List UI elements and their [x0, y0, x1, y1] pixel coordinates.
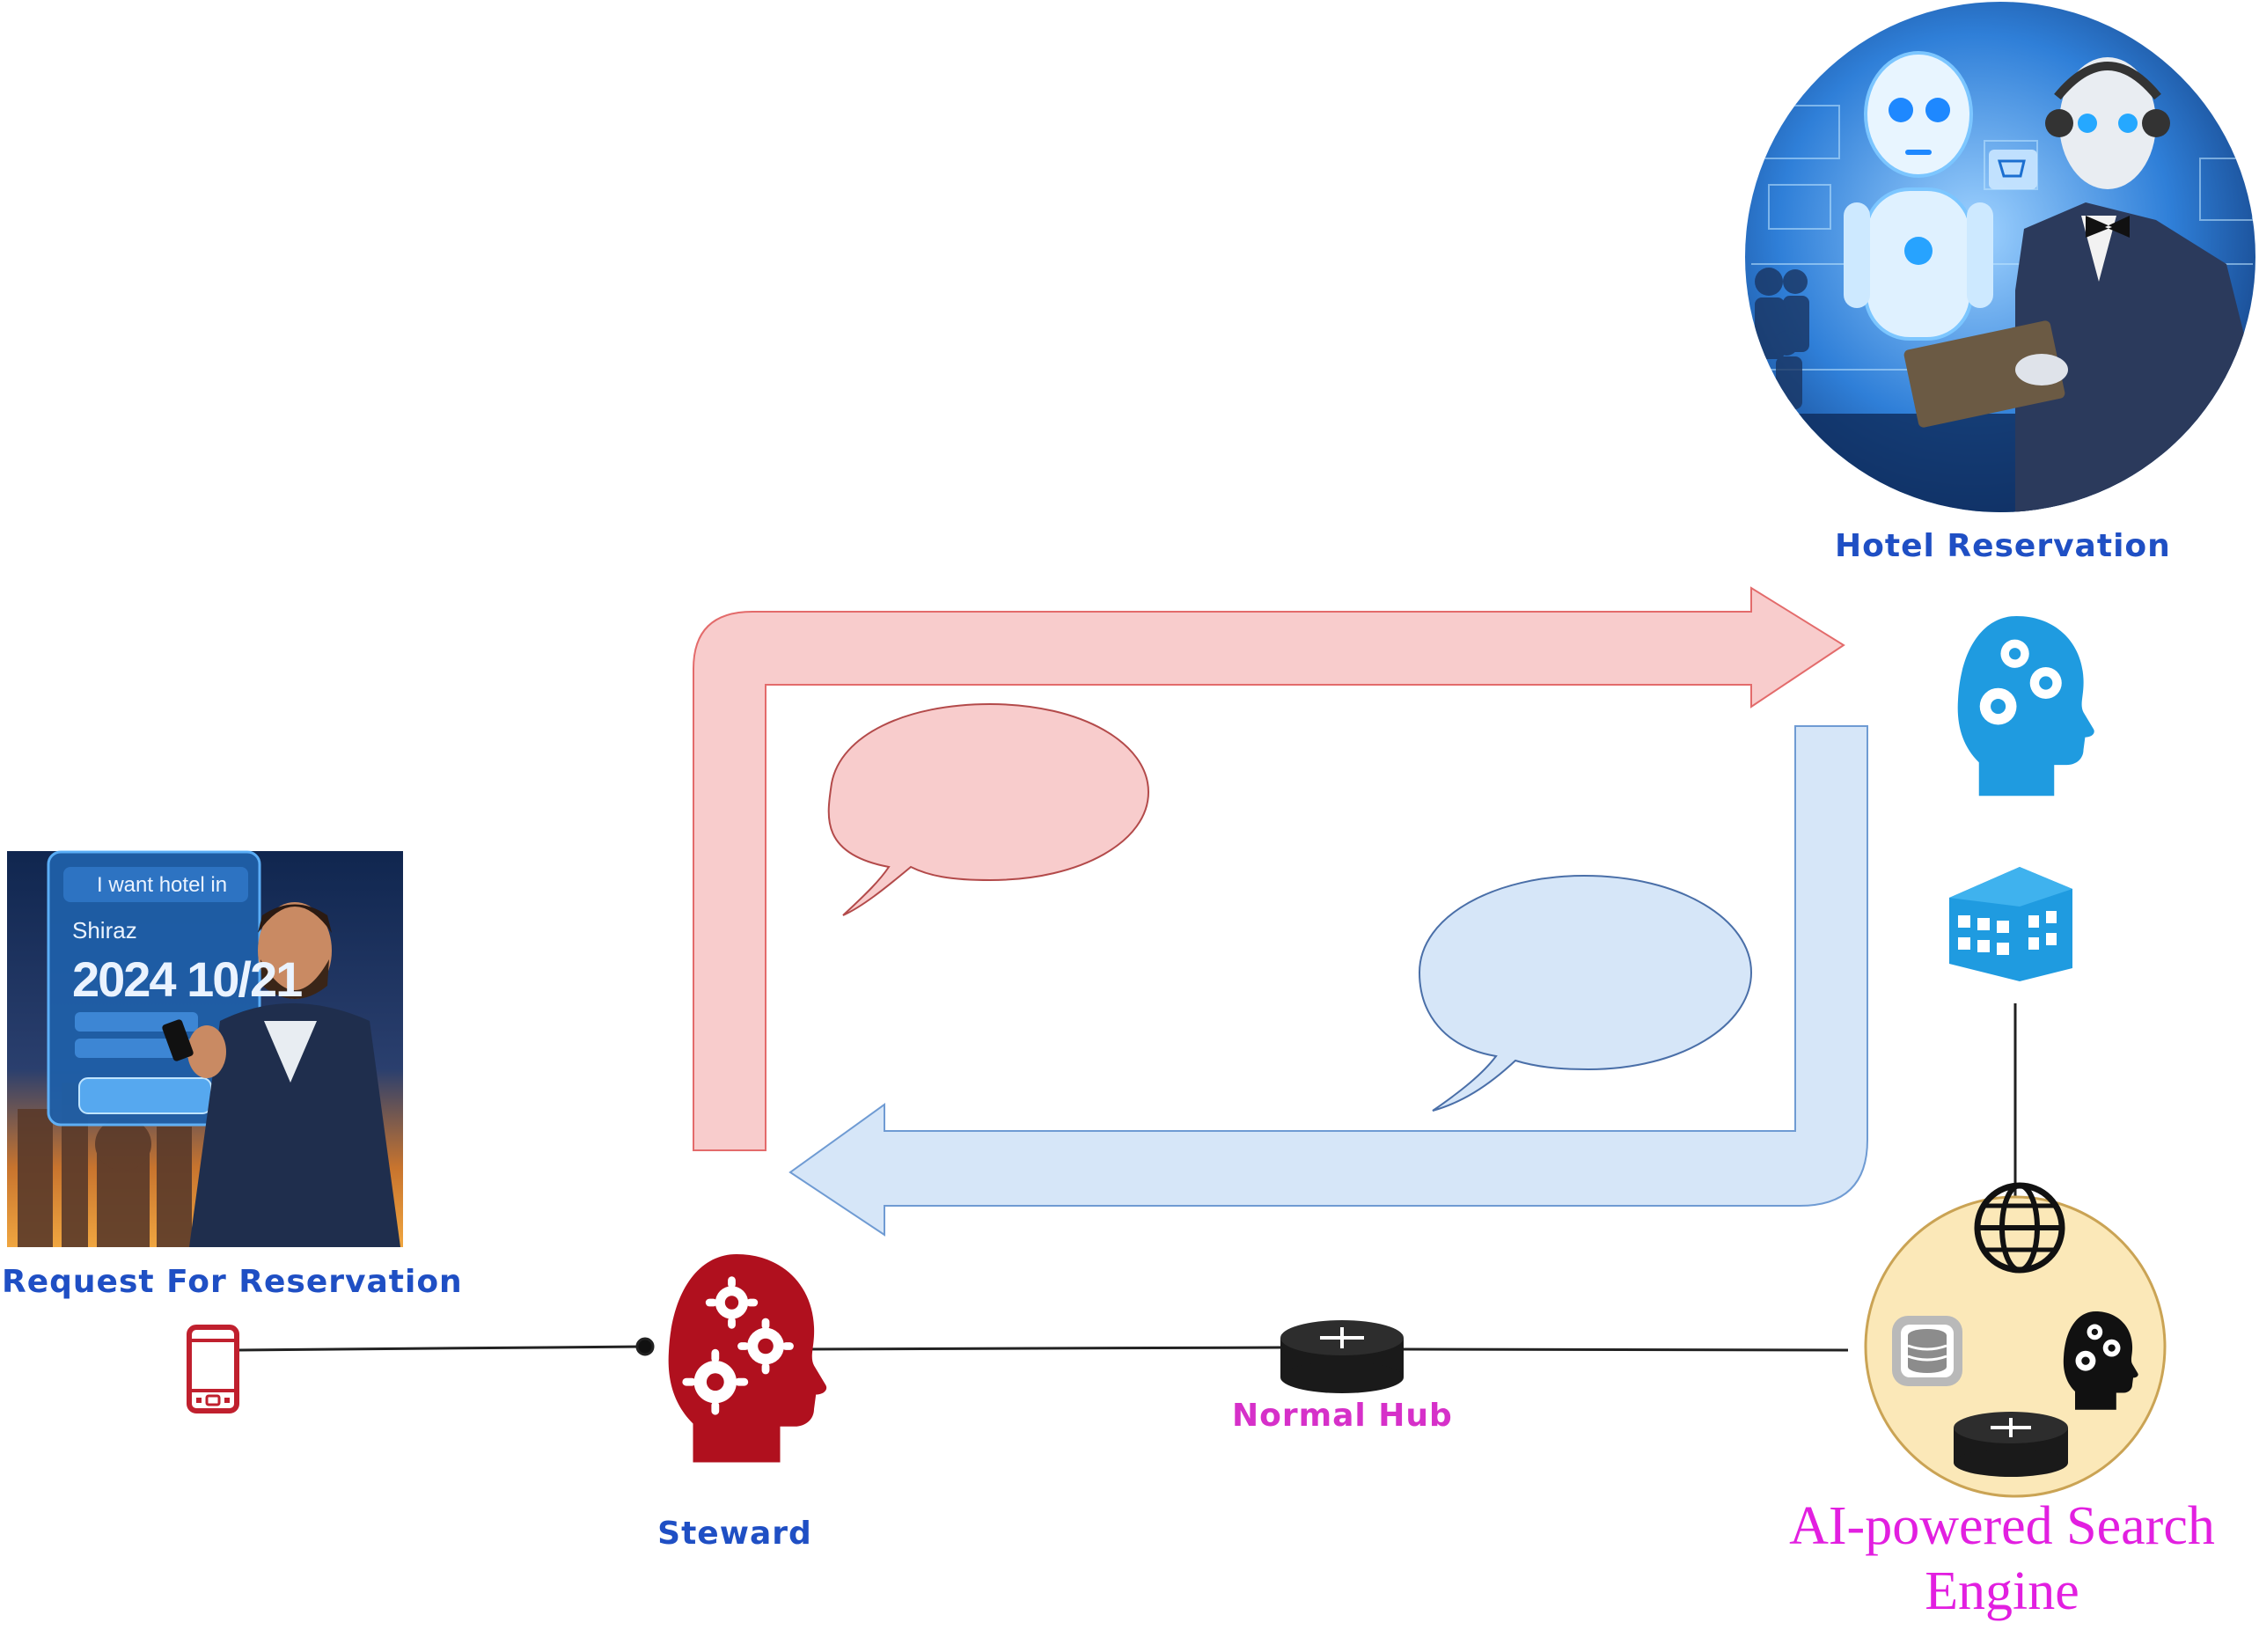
router-icon — [1280, 1320, 1404, 1393]
building-icon — [1949, 867, 2072, 981]
man-with-phone — [162, 902, 400, 1247]
globe-icon — [1974, 1182, 2065, 1274]
hotel-label: Hotel Reservation — [1835, 528, 2171, 564]
phone-icon — [187, 1325, 239, 1413]
response-speech-bubble — [1418, 874, 1753, 1112]
search-engine-label-line1: AI-powered Search — [1789, 1496, 2215, 1556]
connector-dot — [635, 1337, 655, 1356]
search-engine-circle — [1864, 1182, 2167, 1498]
robot-icon — [1844, 51, 1993, 341]
database-icon — [1892, 1316, 1962, 1386]
response-arrow — [788, 725, 1868, 1237]
hub-label: Normal Hub — [1232, 1398, 1453, 1434]
hotel-reservation-illustration — [1745, 2, 2255, 512]
request-speech-bubble — [827, 702, 1150, 916]
phone-text-line1: I want hotel in — [97, 873, 228, 897]
line-hub-search — [1403, 1347, 1849, 1352]
ai-head-icon — [2063, 1311, 2138, 1410]
request-label: Request For Reservation — [2, 1264, 463, 1300]
hotel-head-icon — [1957, 616, 2094, 797]
steward-head-icon — [668, 1254, 827, 1463]
request-photo — [7, 850, 403, 1247]
line-phone-steward — [237, 1345, 643, 1352]
search-router-icon — [1954, 1412, 2068, 1477]
phone-text-line2: Shiraz — [72, 917, 137, 943]
search-engine-label-line2: Engine — [1925, 1561, 2079, 1621]
request-arrow — [693, 586, 1845, 1151]
phone-text-line3: 2024 10/21 — [72, 951, 303, 1007]
steward-label: Steward — [657, 1516, 812, 1552]
connection-lines — [237, 1003, 2017, 1356]
line-steward-hub — [800, 1346, 1281, 1351]
